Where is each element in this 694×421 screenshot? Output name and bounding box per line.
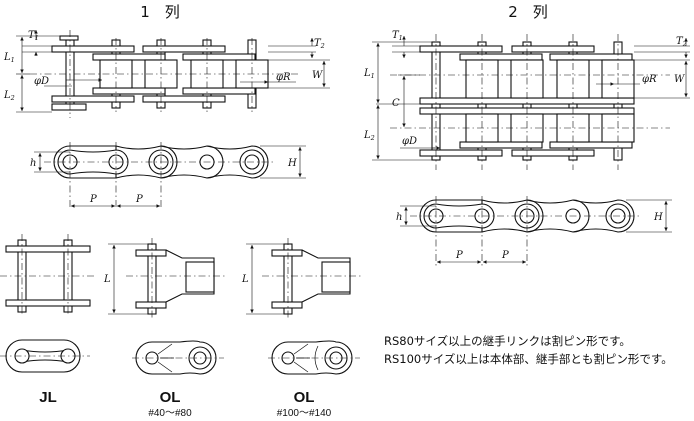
ol-small-range: #40～#80 [148,408,192,419]
note-rs100: RS100サイズ以上は本体部、継手部とも割ピン形です。 [384,352,673,366]
label-d-double: φD [402,136,417,147]
double-strand-side-labels: h H P P [396,212,663,261]
single-strand-side-labels: h H P P [30,158,297,205]
label-l1: L1 [3,52,15,64]
ol-small-label: OL [160,389,181,406]
single-strand-title: 1 列 [140,3,180,21]
label-d: φD [34,76,49,87]
label-t2: T2 [314,38,325,50]
double-strand-dimension-labels: L1 L2 C T1 T2 W φR φD [363,30,687,147]
single-strand-dimensions [16,30,330,113]
label-r-double: φR [642,74,657,85]
note-rs80: RS80サイズ以上の継手リンクは割ピン形です。 [384,334,631,348]
label-t1-double: T1 [392,30,403,42]
double-strand-side-dimensions [400,199,672,264]
label-h-large: H [287,158,297,169]
label-pitch-1: P [89,194,97,205]
ol-large-side-view [268,340,360,375]
label-t1: T1 [28,30,39,42]
label-h-small-double: h [396,212,402,223]
label-pitch-2: P [135,194,143,205]
single-strand-side-view [44,142,276,210]
single-strand-dimension-labels: L1 L2 T1 T2 W φD φR [3,30,325,102]
ol-large-label: OL [294,389,315,406]
jl-link-top-view [0,234,96,316]
ol-large-top-view [246,238,362,320]
label-h-large-double: H [653,212,663,223]
label-h-small: h [30,158,36,169]
label-l2-double: L2 [363,130,375,142]
label-pitch-double-2: P [501,250,509,261]
ol-small-top-view [108,238,226,320]
label-l2: L2 [3,90,15,102]
label-l-ol-small: L [103,274,111,285]
label-pitch-double-1: P [455,250,463,261]
double-strand-title: 2 列 [508,3,548,21]
label-l-ol-large: L [241,274,249,285]
single-strand-top-view [30,30,300,118]
double-strand-side-view [410,196,642,266]
jl-link-side-view [0,339,90,373]
jl-label: JL [39,389,57,406]
label-w: W [312,70,323,81]
ol-small-side-view [132,340,224,375]
double-strand-dimensions [372,36,690,161]
label-t2-double: T2 [676,36,687,48]
label-c: C [392,98,400,109]
double-strand-top-view [390,34,670,170]
label-l1-double: L1 [363,68,375,80]
single-strand-side-dimensions [34,145,306,208]
label-w-double: W [674,74,685,85]
label-r: φR [276,72,291,83]
ol-large-range: #100～#140 [277,408,332,419]
